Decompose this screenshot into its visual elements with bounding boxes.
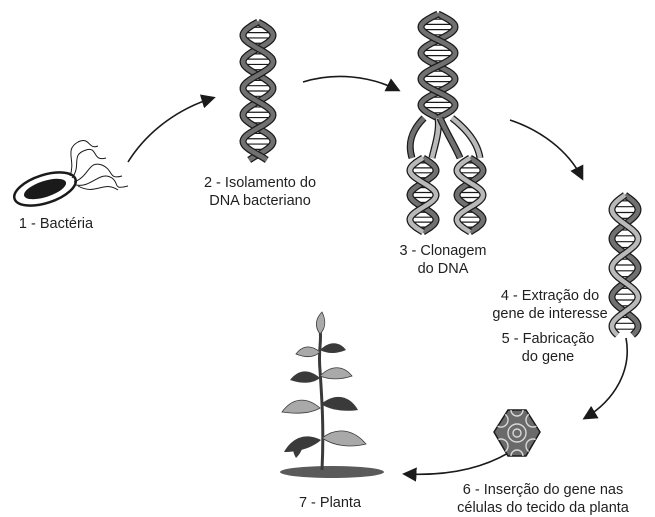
label-isolation: 2 - Isolamento do DNA bacteriano [185,174,335,210]
dna-strand [240,20,276,162]
label-line: 2 - Isolamento do [203,175,317,191]
label-cloning: 3 - Clonagem do DNA [383,242,503,278]
dna-strand [609,193,641,337]
plant-cells-icon [493,409,541,457]
label-line: 1 - Bactéria [18,216,94,232]
arrow-3-to-4 [509,119,584,181]
dna-strand [407,156,439,234]
label-line: 7 - Planta [298,495,362,511]
dna-strand [407,156,439,234]
dna-clone-left-icon [406,154,440,236]
plant-icon [280,311,384,478]
label-line: 6 - Inserção do gene nas [462,482,624,498]
dna-isolation-icon [239,18,277,163]
label-plant: 7 - Planta [270,494,390,512]
label-line: gene de interesse [492,306,608,322]
arrow-2-to-3 [302,75,401,92]
label-bacteria: 1 - Bactéria [6,215,106,233]
bacterium-icon [13,140,129,207]
dna-strand [454,156,486,234]
dna-strand [418,11,458,121]
label-line: células do tecido da planta [457,500,629,516]
dna-cloning-icon [406,10,484,160]
label-fabrication: 5 - Fabricação do gene [488,330,608,366]
label-line: 5 - Fabricação [501,331,595,347]
arrow-6-to-7 [402,451,511,482]
dna-gene-icon [608,192,642,338]
label-line: do gene [521,349,575,365]
dna-clone-right-icon [453,154,487,236]
dna-strand [240,20,276,162]
dna-split-strand [407,116,426,159]
dna-split-strand [450,116,483,159]
arrow-1-to-2 [127,94,216,163]
dna-strand [454,156,486,234]
label-line: 3 - Clonagem [399,243,487,259]
label-extraction: 4 - Extração do gene de interesse [480,287,620,323]
label-insertion: 6 - Inserção do gene nas células do teci… [434,481,652,517]
arrow-5-to-6 [582,337,628,420]
label-line: DNA bacteriano [209,193,311,209]
label-line: do DNA [417,261,469,277]
dna-split-strand [437,117,463,159]
label-line: 4 - Extração do [500,288,600,304]
